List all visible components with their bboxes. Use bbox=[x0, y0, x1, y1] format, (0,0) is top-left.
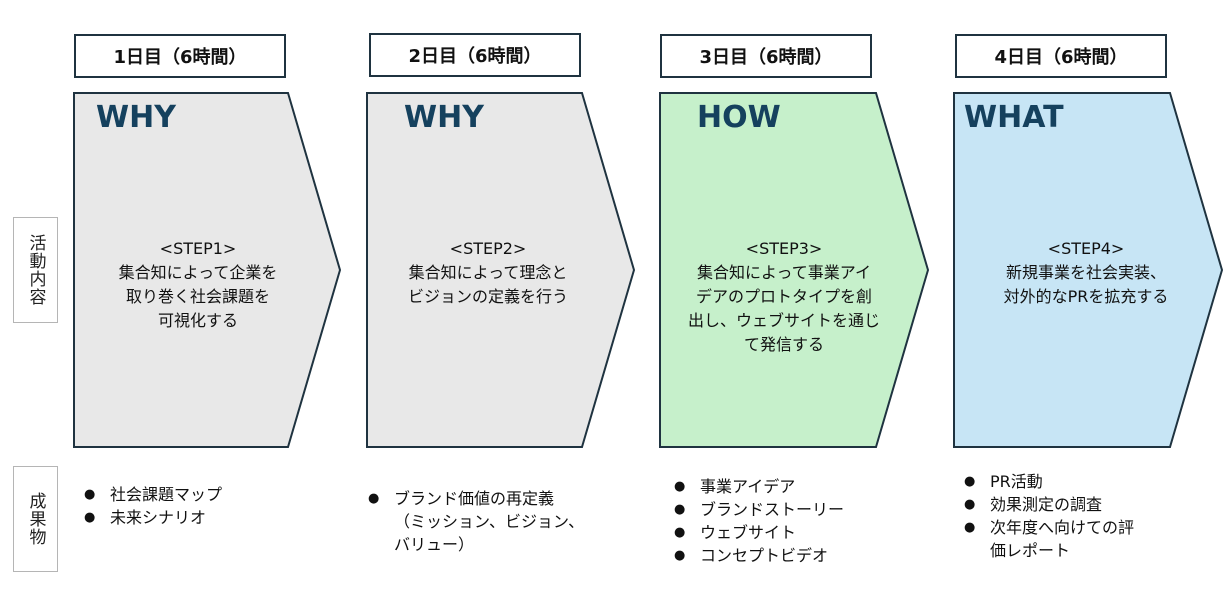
phase-title: WHY bbox=[404, 100, 484, 135]
list-item: 未来シナリオ bbox=[84, 506, 222, 529]
step-label: <STEP3> bbox=[745, 239, 823, 258]
list-item: 価レポート bbox=[990, 541, 1071, 560]
list-item: 効果測定の調査 bbox=[964, 493, 1134, 516]
phase-title: HOW bbox=[697, 100, 781, 135]
step-label: <STEP2> bbox=[449, 239, 527, 258]
step-4-description: <STEP4> 新規事業を社会実装、 対外的なPRを拡充する bbox=[966, 237, 1206, 309]
day-4-header: 4日目（6時間） bbox=[955, 34, 1167, 78]
deliverables-day4: PR活動 効果測定の調査 次年度へ向けての評 価レポート bbox=[964, 470, 1134, 562]
step-2-description: <STEP2> 集合知によって理念と ビジョンの定義を行う bbox=[368, 237, 608, 309]
step-label: <STEP1> bbox=[159, 239, 237, 258]
list-item: バリュー） bbox=[394, 535, 475, 554]
desc-line: 集合知によって事業アイ bbox=[697, 263, 871, 282]
phase-title: WHY bbox=[96, 100, 176, 135]
list-item: コンセプトビデオ bbox=[674, 544, 844, 567]
day-2-header: 2日目（6時間） bbox=[369, 33, 581, 77]
list-item: 事業アイデア bbox=[674, 475, 844, 498]
step-1-description: <STEP1> 集合知によって企業を 取り巻く社会課題を 可視化する bbox=[78, 237, 318, 333]
phase-title: WHAT bbox=[964, 100, 1064, 135]
desc-line: 対外的なPRを拡充する bbox=[1003, 287, 1169, 306]
deliverables-day3: 事業アイデア ブランドストーリー ウェブサイト コンセプトビデオ bbox=[674, 475, 844, 567]
list-item: 次年度へ向けての評 bbox=[964, 516, 1134, 539]
step-label: <STEP4> bbox=[1047, 239, 1125, 258]
chevron-step4 bbox=[953, 92, 1224, 448]
day-1-header: 1日目（6時間） bbox=[74, 34, 286, 78]
list-item: ウェブサイト bbox=[674, 521, 844, 544]
step-3-description: <STEP3> 集合知によって事業アイ デアのプロトタイプを創 出し、ウェブサイ… bbox=[664, 237, 904, 357]
desc-line: 集合知によって理念と bbox=[408, 263, 568, 282]
deliverables-day1: 社会課題マップ 未来シナリオ bbox=[84, 483, 222, 529]
desc-line: デアのプロトタイプを創 bbox=[695, 287, 872, 306]
desc-line: 可視化する bbox=[157, 311, 238, 330]
list-item: 社会課題マップ bbox=[84, 483, 222, 506]
desc-line: 集合知によって企業を bbox=[118, 263, 278, 282]
chevron-step1 bbox=[73, 92, 342, 448]
chevron-step2 bbox=[366, 92, 636, 448]
list-item: PR活動 bbox=[964, 470, 1134, 493]
desc-line: て発信する bbox=[743, 335, 824, 354]
list-item: ブランド価値の再定義 bbox=[368, 487, 584, 510]
list-item: （ミッション、ビジョン、 bbox=[394, 512, 585, 531]
chevron-step3 bbox=[659, 92, 930, 448]
desc-line: 出し、ウェブサイトを通じ bbox=[687, 311, 880, 330]
desc-line: 取り巻く社会課題を bbox=[125, 287, 270, 306]
desc-line: 新規事業を社会実装、 bbox=[1005, 263, 1166, 282]
deliverables-row-label: 成果物 bbox=[13, 466, 58, 572]
desc-line: ビジョンの定義を行う bbox=[407, 287, 568, 306]
day-3-header: 3日目（6時間） bbox=[660, 34, 872, 78]
deliverables-day2: ブランド価値の再定義 （ミッション、ビジョン、 バリュー） bbox=[368, 487, 584, 556]
list-item: ブランドストーリー bbox=[674, 498, 844, 521]
activity-row-label: 活動内容 bbox=[13, 217, 58, 323]
